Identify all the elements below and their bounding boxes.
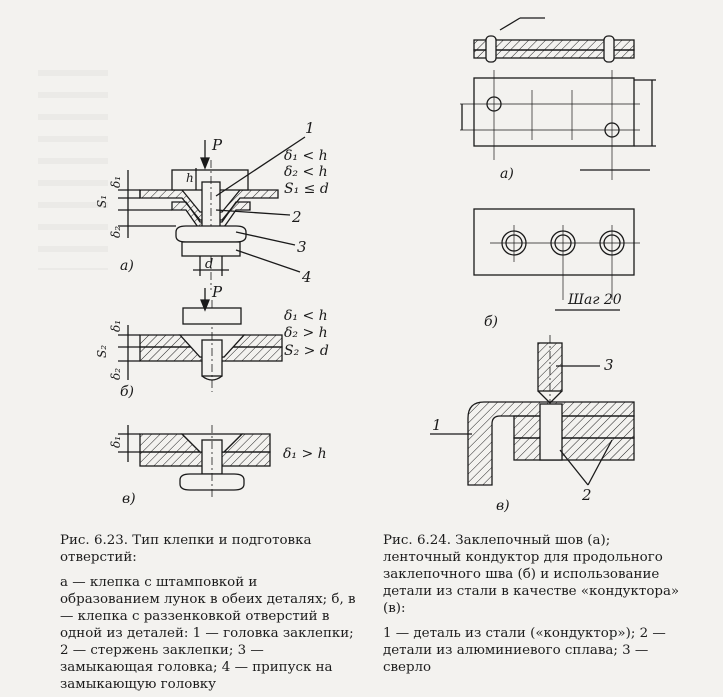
fig1c-delta1-label: δ₁ (109, 436, 123, 448)
fig2-part-b (473, 208, 640, 311)
fig1a-delta2-label: δ₂ (109, 226, 123, 238)
fig2c-callout-2: 2 (581, 486, 592, 504)
fig1a-condition-2: δ₂ < h (284, 164, 328, 180)
fig1-caption-text: а — клепка с штамповкой и образованием л… (60, 575, 356, 692)
fig1b-letter: б) (120, 384, 134, 400)
fig1-caption: Рис. 6.23. Тип клепки и подготовка отвер… (60, 532, 360, 693)
fig1a-delta1-label: δ₁ (109, 176, 123, 188)
fig1b-delta1-label: δ₁ (109, 320, 123, 332)
fig1a-callout-3: 3 (297, 238, 307, 256)
fig1a-condition-1: δ₁ < h (284, 148, 328, 164)
fig2-part-a (460, 17, 656, 180)
fig1a-callout-1: 1 (305, 119, 315, 137)
fig1a-letter: а) (120, 258, 134, 274)
fig1-caption-title: Рис. 6.23. Тип клепки и подготовка отвер… (60, 533, 312, 565)
fig1b-condition-2: δ₂ > h (284, 325, 328, 341)
fig1c-condition-1: δ₁ > h (283, 446, 327, 462)
fig1b-force-label: P (211, 283, 223, 301)
fig1-part-c (118, 425, 271, 498)
fig2-part-c (430, 335, 635, 486)
faded-background-text (38, 70, 108, 270)
fig2-caption: Рис. 6.24. Заклепочный шов (а); ленточны… (383, 532, 689, 676)
fig1a-s1-label: S₁ (95, 195, 109, 208)
fig1-part-a (118, 136, 306, 290)
fig1a-callout-2: 2 (291, 208, 302, 226)
fig1a-h-label: h (186, 171, 194, 185)
fig2-caption-title: Рис. 6.24. Заклепочный шов (а); ленточны… (383, 533, 680, 616)
fig2-caption-text: 1 — деталь из стали («кондуктор»); 2 — д… (383, 626, 666, 675)
fig1-part-b (118, 288, 283, 392)
fig1a-d-label: d (205, 257, 213, 272)
fig2b-letter: б) (484, 314, 498, 330)
fig2a-letter: а) (500, 166, 514, 182)
fig1b-condition-3: S₂ > d (284, 343, 329, 359)
fig1b-s2-label: S₂ (95, 345, 109, 358)
fig1a-force-label: P (211, 136, 223, 154)
fig2c-letter: в) (496, 498, 510, 514)
fig1a-condition-3: S₁ ≤ d (284, 181, 329, 197)
fig1a-callout-4: 4 (301, 268, 312, 286)
fig2c-callout-1: 1 (432, 416, 442, 434)
fig2b-step-label: Шаг 20 (567, 292, 622, 308)
fig1b-delta2-label: δ₂ (109, 368, 123, 380)
fig2c-callout-3: 3 (604, 356, 614, 374)
fig1b-condition-1: δ₁ < h (284, 308, 328, 324)
fig1c-letter: в) (122, 491, 136, 507)
